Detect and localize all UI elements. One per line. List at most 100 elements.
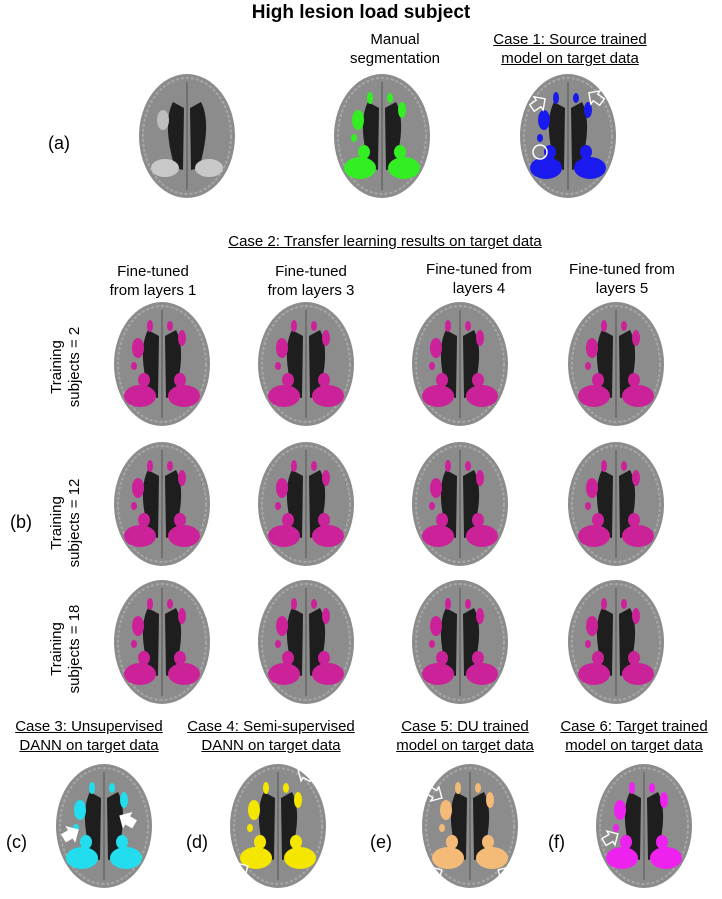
figure-title: High lesion load subject [251, 2, 471, 23]
lesion-segmentation [622, 663, 654, 685]
lesion-segmentation [632, 330, 640, 346]
lesion-segmentation [429, 640, 435, 648]
cortex-texture [261, 445, 351, 563]
cortex-texture [261, 583, 351, 701]
mri-slice-transfer [258, 442, 354, 566]
lesion-segmentation [472, 373, 484, 387]
lesion-segmentation [621, 461, 627, 471]
lesion-segmentation [422, 385, 454, 407]
lesion-segmentation [601, 460, 607, 472]
arrow-icon [297, 765, 315, 783]
lesion-segmentation [248, 800, 260, 820]
lesion-segmentation [268, 385, 300, 407]
mri-slice-transfer [568, 580, 664, 704]
arrow-icon [61, 825, 79, 843]
lesion-segmentation [291, 598, 297, 610]
lesion-segmentation [312, 385, 344, 407]
lesion-segmentation [276, 616, 288, 636]
mri-slice-transfer [568, 442, 664, 566]
lesion-segmentation [322, 608, 330, 624]
lesion-segmentation [544, 145, 556, 159]
cortex-texture [117, 583, 207, 701]
lesion-segmentation [138, 651, 150, 665]
lesion-segmentation [628, 373, 640, 387]
lesion-segmentation [656, 835, 668, 849]
cortex-texture [599, 767, 689, 885]
lesion-segmentation [131, 640, 137, 648]
lesion-segmentation [351, 134, 357, 142]
lesion-segmentation [147, 320, 153, 332]
lesion-segmentation [282, 651, 294, 665]
arrow-icon [119, 811, 137, 829]
mri-slice-case6 [596, 764, 692, 888]
arrow-icon [425, 785, 443, 803]
lesion-segmentation [322, 330, 330, 346]
cortex-texture [142, 77, 232, 195]
lesion-segmentation [291, 460, 297, 472]
lesion-segmentation [476, 470, 484, 486]
mri-slice-case1 [520, 74, 622, 198]
mri-slice-original [139, 74, 235, 198]
lesion-segmentation [436, 651, 448, 665]
lesion-segmentation [174, 513, 186, 527]
lesion-segmentation [254, 835, 266, 849]
mri-slice-transfer [412, 580, 508, 704]
lesion-segmentation [580, 145, 592, 159]
mri-slice-transfer [258, 302, 354, 426]
cortex-texture [571, 445, 661, 563]
lesion-segmentation [601, 320, 607, 332]
lesion-segmentation [445, 598, 451, 610]
lesion-segmentation [283, 783, 289, 793]
lesion-segmentation [606, 847, 638, 869]
lesion-segmentation [649, 783, 655, 793]
lesion-segmentation [268, 525, 300, 547]
lesion-segmentation [352, 110, 364, 130]
lesion-segmentation [290, 835, 302, 849]
lesion-segmentation [650, 847, 682, 869]
lesion-segmentation [398, 102, 406, 118]
left-ventricle [167, 102, 184, 170]
lesion-segmentation [167, 461, 173, 471]
lesion-segmentation [344, 157, 376, 179]
lesion-segmentation [284, 847, 316, 869]
lesion-segmentation [110, 847, 142, 869]
lesion-segmentation [294, 792, 302, 808]
mri-slice-transfer [114, 302, 210, 426]
lesion-segmentation [367, 92, 373, 104]
lesion-segmentation [592, 373, 604, 387]
lesion-segmentation [311, 461, 317, 471]
lesion-segmentation [388, 157, 420, 179]
lesion-hyperintensity [195, 159, 223, 177]
lesion-segmentation [291, 320, 297, 332]
lesion-segmentation [178, 330, 186, 346]
mri-slice-transfer [114, 580, 210, 704]
lesion-segmentation [263, 782, 269, 794]
lesion-segmentation [472, 651, 484, 665]
lesion-segmentation [445, 320, 451, 332]
lesion-segmentation [445, 460, 451, 472]
cortex-texture [571, 305, 661, 423]
cortex-texture [523, 77, 613, 195]
cortex-texture [337, 77, 427, 195]
lesion-segmentation [586, 616, 598, 636]
lesion-segmentation [475, 783, 481, 793]
lesion-segmentation [282, 373, 294, 387]
lesion-segmentation [120, 792, 128, 808]
lesion-segmentation [318, 651, 330, 665]
lesion-segmentation [124, 525, 156, 547]
lesion-segmentation [436, 373, 448, 387]
cortex-texture [425, 767, 515, 885]
lesion-segmentation [430, 478, 442, 498]
lesion-segmentation [455, 782, 461, 794]
panel-label-d: (d) [186, 832, 208, 852]
lesion-segmentation [80, 835, 92, 849]
lesion-segmentation [311, 321, 317, 331]
cortex-texture [415, 445, 505, 563]
lesion-segmentation [124, 663, 156, 685]
arrow-icon [425, 865, 443, 883]
lesion-segmentation [268, 663, 300, 685]
cortex-texture [571, 583, 661, 701]
